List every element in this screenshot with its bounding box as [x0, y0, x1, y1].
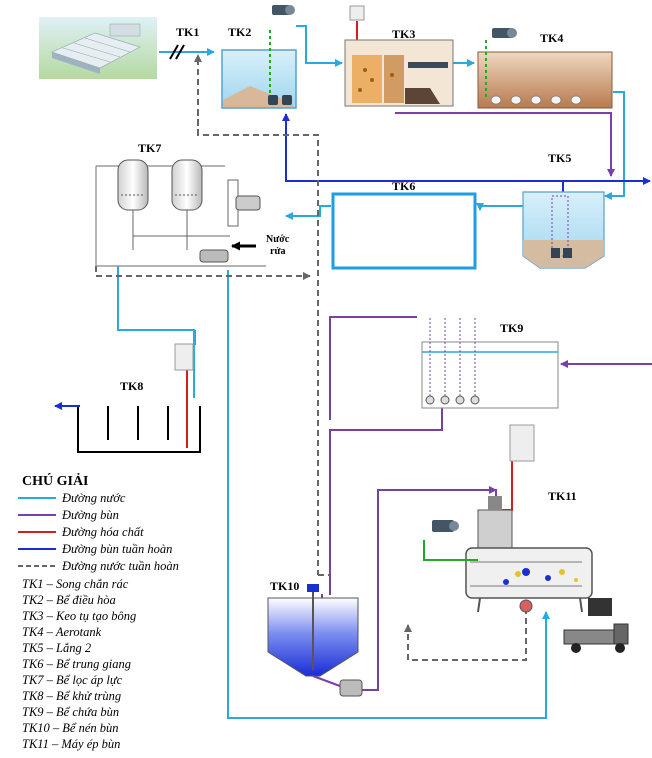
tk1-label: TK1	[176, 25, 199, 39]
tk7-label: TK7	[138, 141, 161, 155]
tk1-screen: TK1	[170, 25, 199, 59]
tk6-tank: TK6	[333, 179, 475, 268]
line-tk2-tk3	[296, 26, 342, 63]
tk4-tank: TK4	[478, 28, 612, 108]
tk11-label: TK11	[548, 489, 577, 503]
tk8-tank: TK8	[55, 344, 200, 452]
line-tk9-down	[330, 401, 442, 595]
tk6-label: TK6	[392, 179, 415, 193]
legend-code-4: TK4 – Aerotank	[22, 625, 102, 639]
tk10-pump-icon	[340, 680, 362, 696]
legend-item-water: Đường nước	[61, 491, 126, 505]
tk9-label: TK9	[500, 321, 523, 335]
tk9-tank: TK9	[422, 318, 558, 461]
legend-item-chemical: Đường hóa chất	[61, 525, 144, 539]
tk4-label: TK4	[540, 31, 563, 45]
tk2-tank: TK2	[222, 5, 296, 108]
tk9-chemical-tank-icon	[510, 425, 534, 461]
factory-image	[39, 17, 157, 79]
legend-item-sludge-recycle: Đường bùn tuần hoàn	[61, 542, 172, 556]
backwash-label-1: Nước	[266, 234, 290, 245]
tk2-label: TK2	[228, 25, 251, 39]
tk8-chemical-tank-icon	[175, 344, 193, 370]
filter-vessel-1	[118, 160, 148, 210]
legend-code-7: TK7 – Bể lọc áp lực	[22, 673, 123, 687]
legend-title: CHÚ GIẢI	[22, 472, 89, 489]
legend-code-11: TK11 – Máy ép bùn	[22, 737, 120, 751]
tk10-label: TK10	[270, 579, 299, 593]
legend-item-water-recycle: Đường nước tuần hoàn	[61, 559, 179, 573]
tk11-mixer-tank	[478, 510, 512, 550]
dash-tk7-main	[198, 110, 318, 575]
legend-code-2: TK2 – Bể điều hòa	[22, 593, 116, 607]
tk11-valve-icon	[520, 600, 532, 612]
tk7-pump-icon	[236, 196, 260, 210]
tk5-label: TK5	[548, 151, 571, 165]
tk8-label: TK8	[120, 379, 143, 393]
tk3-tank: TK3	[345, 6, 453, 106]
line-tk6-tk7	[286, 206, 331, 216]
line-tk3-sludge	[395, 113, 611, 176]
cake-bin-icon	[588, 598, 612, 616]
tk10-tank: TK10	[268, 579, 362, 696]
legend-code-6: TK6 – Bể trung giang	[22, 657, 131, 671]
filter-vessel-2	[172, 160, 202, 210]
backwash-label-2: rửa	[270, 246, 285, 257]
tk5-tank: TK5	[523, 151, 604, 268]
tk3-chemical-tank-icon	[350, 6, 364, 20]
legend-code-9: TK9 – Bể chứa bùn	[22, 705, 119, 719]
line-tk5-tk6	[480, 206, 523, 210]
legend-code-8: TK8 – Bể khử trùng	[22, 689, 121, 703]
tk7-pump2-icon	[200, 250, 228, 262]
legend-item-sludge: Đường bùn	[61, 508, 119, 522]
legend: CHÚ GIẢI Đường nước Đường bùn Đường hóa …	[18, 472, 179, 751]
legend-code-3: TK3 – Keo tụ tạo bông	[22, 609, 136, 623]
truck-icon	[564, 624, 628, 653]
tk7-filters: Nước rửa TK7	[96, 141, 290, 266]
legend-code-10: TK10 – Bể nén bùn	[22, 721, 119, 735]
legend-code-1: TK1 – Song chắn rác	[22, 577, 129, 591]
legend-code-5: TK5 – Lắng 2	[22, 641, 91, 655]
tk3-label: TK3	[392, 27, 415, 41]
